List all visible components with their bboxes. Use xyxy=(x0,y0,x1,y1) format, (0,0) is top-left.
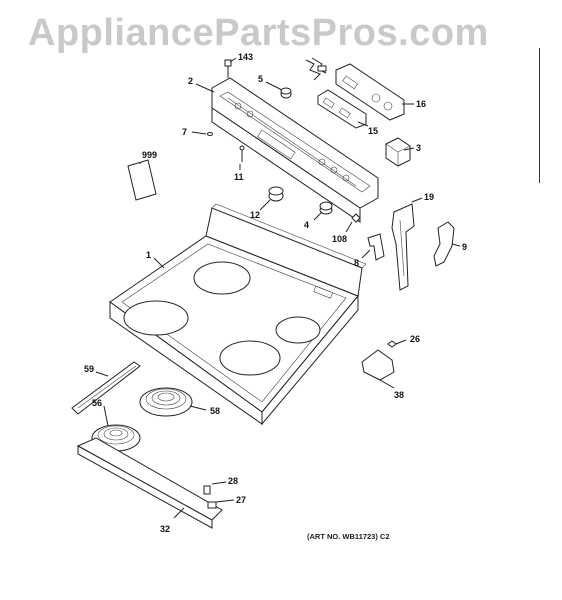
label-56: 56 xyxy=(92,398,102,408)
terminal-27[interactable] xyxy=(207,501,217,509)
label-4: 4 xyxy=(304,220,309,230)
page-edge-line xyxy=(539,48,540,183)
electronic-control-16[interactable] xyxy=(335,63,405,121)
label-9: 9 xyxy=(462,242,467,252)
burner-58[interactable] xyxy=(139,387,193,417)
label-8: 8 xyxy=(354,258,359,268)
label-3: 3 xyxy=(416,143,421,153)
label-108: 108 xyxy=(332,234,347,244)
label-7: 7 xyxy=(182,127,187,137)
wire-harness[interactable] xyxy=(305,57,327,81)
label-26: 26 xyxy=(410,334,420,344)
label-16: 16 xyxy=(416,99,426,109)
label-19: 19 xyxy=(424,192,434,202)
cover-38[interactable] xyxy=(361,349,395,381)
label-1: 1 xyxy=(146,250,151,260)
art-number-note: (ART NO. WB11723) C2 xyxy=(307,532,390,541)
control-panel[interactable] xyxy=(211,77,379,223)
bracket-8[interactable] xyxy=(367,233,385,261)
label-58: 58 xyxy=(210,406,220,416)
knob-4[interactable] xyxy=(319,201,333,215)
screw-143[interactable] xyxy=(224,59,232,78)
screw-26[interactable] xyxy=(387,340,397,348)
clip-108[interactable] xyxy=(351,213,361,223)
label-999: 999 xyxy=(142,150,157,160)
label-28: 28 xyxy=(228,476,238,486)
label-38: 38 xyxy=(394,390,404,400)
hinge-9[interactable] xyxy=(433,221,455,267)
label-143: 143 xyxy=(238,52,253,62)
label-5: 5 xyxy=(258,74,263,84)
terminal-28[interactable] xyxy=(203,485,211,495)
part-labels: 143 2 5 16 15 3 7 999 11 12 4 108 19 9 8… xyxy=(84,52,467,534)
label-2: 2 xyxy=(188,76,193,86)
watermark-text: AppliancePartsPros.com xyxy=(28,12,489,54)
bracket-59[interactable] xyxy=(71,361,141,415)
support-32[interactable] xyxy=(76,437,223,529)
label-11: 11 xyxy=(234,172,244,182)
bracket-19[interactable] xyxy=(391,203,415,291)
label-12: 12 xyxy=(250,210,260,220)
knob-5[interactable] xyxy=(280,87,292,99)
literature-999[interactable] xyxy=(127,159,157,201)
label-27: 27 xyxy=(236,495,246,505)
overlay-15[interactable] xyxy=(317,89,367,129)
leader-lines xyxy=(95,57,461,519)
knob-12[interactable] xyxy=(268,186,284,202)
label-15: 15 xyxy=(368,126,378,136)
label-32: 32 xyxy=(160,524,170,534)
clip-7[interactable] xyxy=(207,132,213,136)
screw-11[interactable] xyxy=(239,145,245,162)
label-59: 59 xyxy=(84,364,94,374)
switch-3[interactable] xyxy=(385,137,411,167)
main-top-1[interactable] xyxy=(109,203,367,426)
